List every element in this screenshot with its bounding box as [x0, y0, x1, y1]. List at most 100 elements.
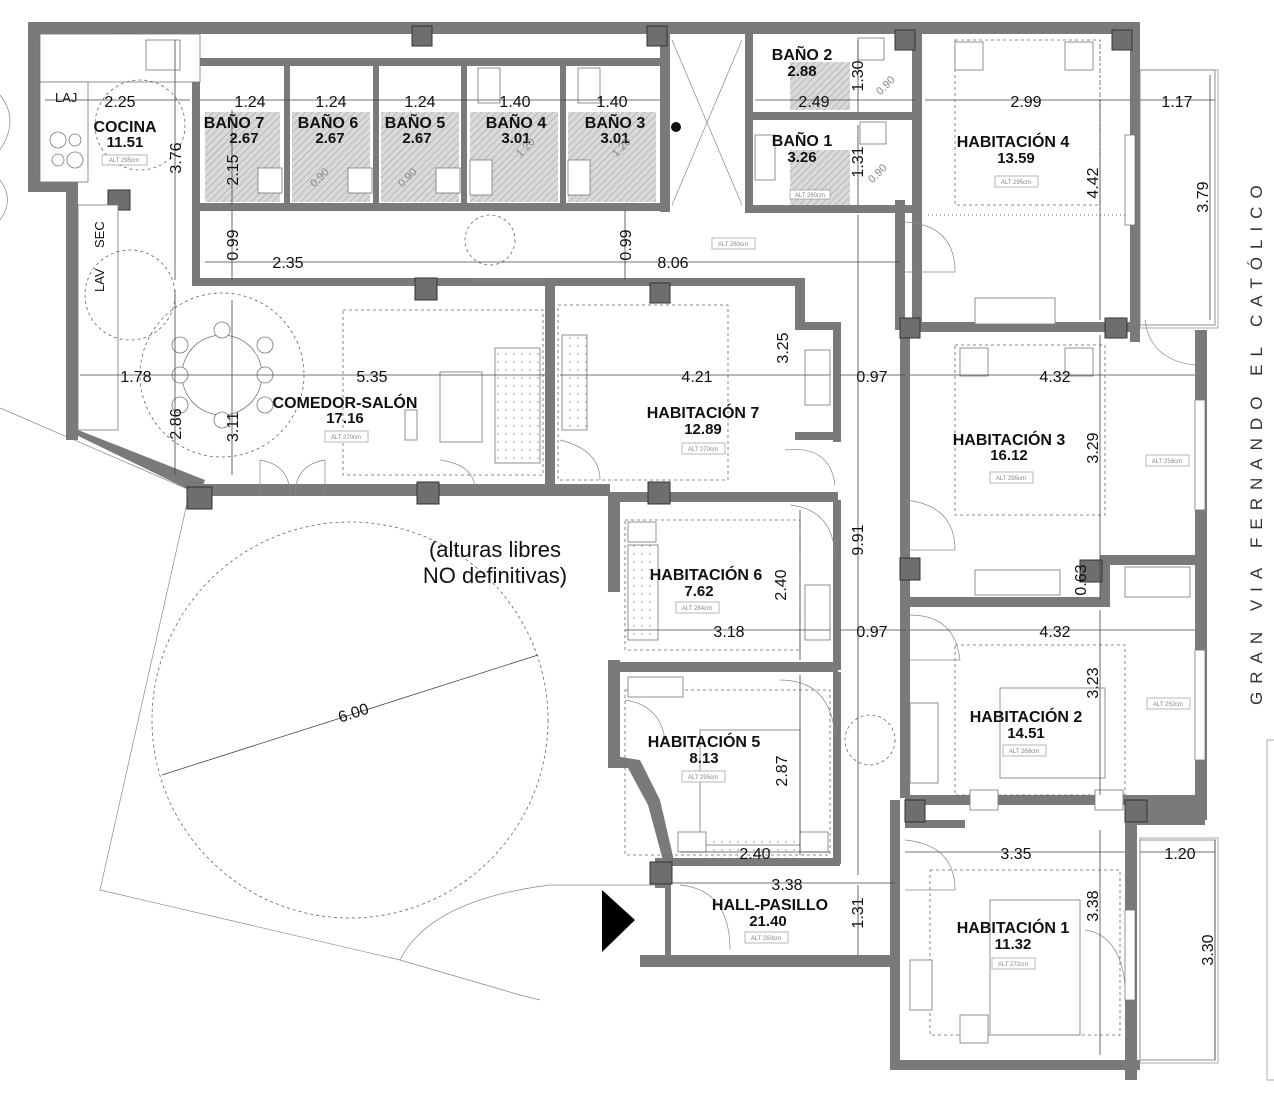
alt-hab7: ALT 270cm	[688, 447, 718, 453]
room-area-comedor: 17.16	[326, 410, 364, 427]
street-name: GRAN VIA FERNANDO EL CATÓLICO	[1247, 177, 1266, 705]
dim-2-35: 2.35	[272, 255, 303, 272]
dim-8-06: 8.06	[657, 255, 688, 272]
dim-1-31-a: 1.31	[850, 146, 867, 177]
note-line-1: (alturas libres	[429, 537, 561, 562]
hall-details	[602, 39, 896, 952]
room-area-bano6: 2.67	[315, 130, 344, 147]
alt-comedor: ALT 270cm	[331, 435, 361, 441]
label-sec: SEC	[92, 221, 107, 248]
dim-3-29: 3.29	[1085, 432, 1102, 463]
room-name-hab4: HABITACIÓN 4	[957, 132, 1070, 151]
dim-6-00: 6.00	[336, 701, 371, 727]
alt-corridor: ALT 260cm	[718, 242, 748, 248]
room-area-bano4: 3.01	[501, 130, 530, 147]
room-area-bano1: 3.26	[787, 149, 816, 166]
dim-3-79: 3.79	[1195, 181, 1212, 212]
room-area-hab4: 13.59	[997, 150, 1035, 167]
room-area-cocina: 11.51	[107, 134, 144, 151]
dim-1-40-a: 1.40	[499, 94, 530, 111]
dim-3-23: 3.23	[1085, 667, 1102, 698]
alt-hab2: ALT 268cm	[1009, 749, 1039, 755]
dim-2-15: 2.15	[225, 154, 242, 185]
dim-1-31-b: 1.31	[850, 897, 867, 928]
hab4-furniture	[904, 39, 1216, 326]
room-area-hab3: 16.12	[990, 447, 1028, 464]
room-name-hab1: HABITACIÓN 1	[957, 918, 1070, 937]
hab1-furniture	[904, 839, 1216, 1061]
room-area-hab2: 14.51	[1007, 725, 1045, 742]
alt-hab4: ALT 295cm	[1001, 180, 1031, 186]
hab3-furniture	[904, 319, 1206, 598]
note-line-2: NO definitivas)	[423, 563, 567, 588]
dim-4-21: 4.21	[681, 369, 712, 386]
appliance-labels: LAJ LAV SEC	[55, 90, 107, 292]
hab2-furniture	[909, 614, 1206, 811]
dim-0-97-a: 0.97	[856, 369, 887, 386]
dim-3-25: 3.25	[775, 332, 792, 363]
room-name-bano3: BAÑO 3	[585, 112, 646, 132]
room-name-hab6: HABITACIÓN 6	[650, 565, 763, 584]
patio-outline	[0, 94, 660, 1001]
dim-3-35: 3.35	[1000, 846, 1031, 863]
dim-1-20: 1.20	[1164, 846, 1195, 863]
street-windows	[1139, 69, 1274, 1081]
alt-hab6: ALT 284cm	[682, 606, 712, 612]
dim-9-91: 9.91	[850, 524, 867, 555]
dim-2-86: 2.86	[168, 408, 185, 439]
label-laj: LAJ	[55, 90, 77, 105]
dim-0-90-c: 0.90	[874, 74, 898, 98]
dim-3-38-a: 3.38	[771, 877, 802, 894]
dim-1-30: 1.30	[850, 60, 867, 91]
dim-3-76: 3.76	[168, 142, 185, 173]
dim-1-78: 1.78	[120, 369, 151, 386]
dim-1-40-b: 1.40	[596, 94, 627, 111]
dim-5-35: 5.35	[356, 369, 387, 386]
alt-bano1: ALT 260cm	[795, 193, 825, 199]
alt-hab5: ALT 295cm	[688, 775, 718, 781]
label-lav: LAV	[92, 268, 107, 292]
dimension-lines	[45, 40, 1216, 1060]
dim-0-99-a: 0.99	[225, 229, 242, 260]
dim-2-99: 2.99	[1010, 94, 1041, 111]
room-area-hab1: 11.32	[995, 936, 1032, 953]
dim-3-18: 3.18	[713, 624, 744, 641]
alt-hab3: ALT 295cm	[996, 476, 1026, 482]
dim-1-24-c: 1.24	[404, 94, 435, 111]
height-note: (alturas libres NO definitivas)	[423, 537, 567, 588]
dim-4-32-b: 4.32	[1039, 624, 1070, 641]
dim-0-97-b: 0.97	[856, 624, 887, 641]
room-name-bano6: BAÑO 6	[298, 112, 359, 132]
alt-hab1: ALT 272cm	[998, 962, 1028, 968]
room-name-hab7: HABITACIÓN 7	[647, 403, 760, 422]
dim-2-40-b: 2.40	[739, 846, 770, 863]
dim-0-90-d: 0.90	[866, 162, 890, 186]
room-name-comedor: COMEDOR-SALÓN	[273, 393, 418, 412]
dim-1-24-b: 1.24	[315, 94, 346, 111]
hab6-hab5-furniture	[624, 504, 836, 860]
room-labels: COCINA 11.51 ALT 295cm BAÑO 7 2.67 BAÑO …	[93, 44, 1191, 970]
room-area-bano2: 2.88	[787, 63, 816, 80]
room-area-bano5: 2.67	[402, 130, 431, 147]
patio-circle	[151, 521, 549, 919]
dim-2-49: 2.49	[798, 94, 829, 111]
room-name-bano5: BAÑO 5	[385, 112, 446, 132]
dim-4-32-a: 4.32	[1039, 369, 1070, 386]
hab7-furniture	[557, 304, 836, 486]
room-area-hab6: 7.62	[684, 583, 713, 600]
room-name-bano2: BAÑO 2	[772, 44, 833, 64]
dim-1-24-a: 1.24	[234, 94, 265, 111]
dim-2-87: 2.87	[774, 755, 791, 786]
alt-hab3-side: ALT 258cm	[1152, 459, 1182, 465]
room-name-bano1: BAÑO 1	[772, 130, 833, 150]
dim-3-11: 3.11	[225, 412, 242, 442]
room-area-hab5: 8.13	[689, 750, 718, 767]
dim-4-42: 4.42	[1085, 167, 1102, 198]
dim-3-30: 3.30	[1200, 934, 1217, 965]
dim-2-25: 2.25	[104, 94, 135, 111]
bathroom-fixtures	[257, 37, 887, 196]
room-name-bano7: BAÑO 7	[204, 112, 265, 132]
salon-furniture	[259, 214, 545, 496]
dim-0-99-b: 0.99	[618, 229, 635, 260]
room-name-hab5: HABITACIÓN 5	[648, 732, 761, 751]
